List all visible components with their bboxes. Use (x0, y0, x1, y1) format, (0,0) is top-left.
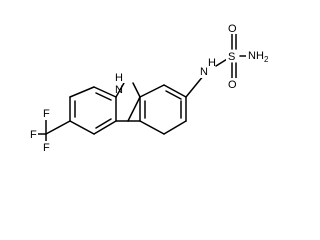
amide-nitrogen: N (200, 66, 208, 78)
oxygen-bottom: O (228, 79, 237, 91)
fluorine-left: F (30, 129, 37, 141)
sulfur-atom: S (228, 51, 235, 63)
atom-labels: H N N H S O O NH 2 F F F (30, 23, 269, 154)
carbazole-nitrogen: N (115, 84, 123, 96)
sulfonamide-subscript: 2 (264, 55, 269, 64)
fluorine-top: F (43, 108, 50, 120)
fluorine-bottom: F (43, 142, 50, 154)
chemical-structure-drawing: H N N H S O O NH 2 F F F (28, 22, 270, 154)
atom-label-backgrounds (28, 22, 270, 153)
carbazole-nh-h: H (115, 72, 123, 84)
sulfonamide-nh: NH (248, 50, 264, 62)
amide-hydrogen: H (208, 57, 216, 69)
bond-lines (32, 28, 253, 147)
oxygen-top: O (228, 23, 237, 35)
